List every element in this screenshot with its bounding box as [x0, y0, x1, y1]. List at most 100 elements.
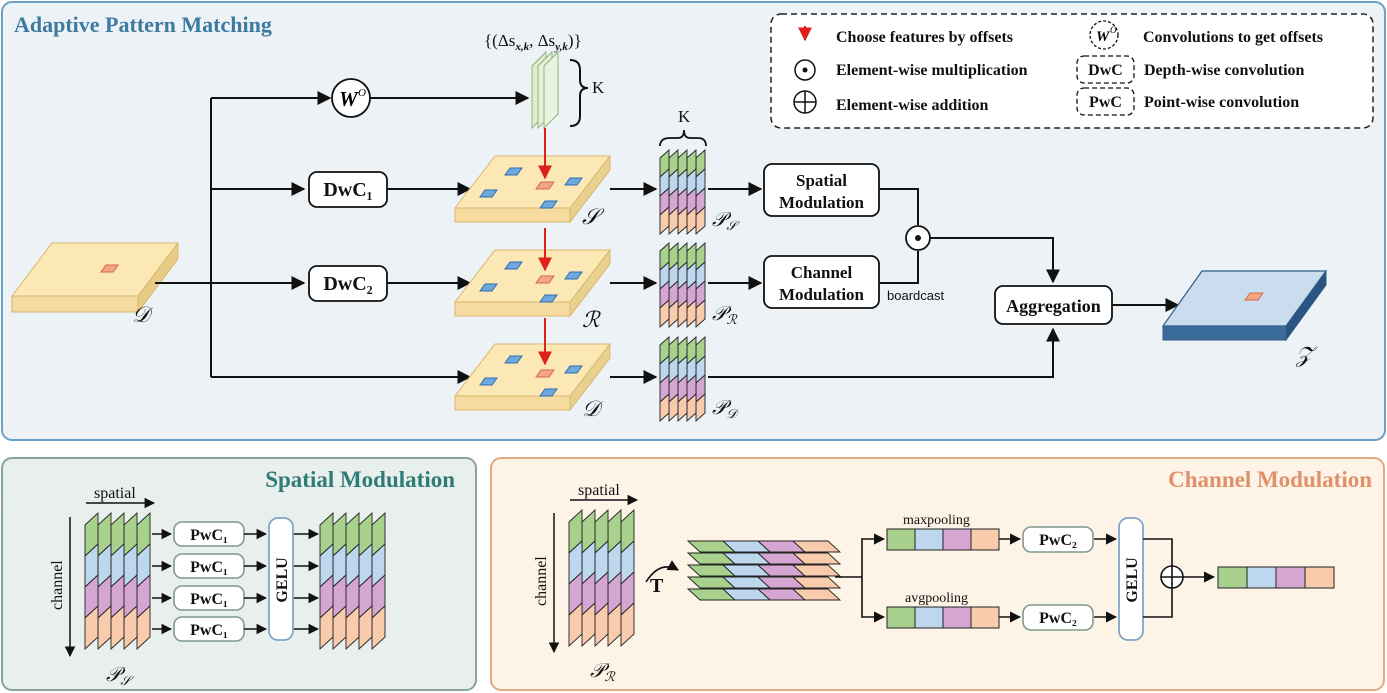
vector-cell: [886, 606, 916, 629]
pattern-stack-PS: [659, 148, 706, 236]
vector-cell: [914, 528, 944, 551]
stack-cell: [371, 604, 386, 651]
R-label: ℛ: [582, 307, 601, 332]
pattern-stack-PR: [659, 241, 706, 329]
stack-cell: [659, 298, 670, 329]
channel-panel: [490, 457, 1385, 691]
spatial-mod-line1: Spatial: [796, 171, 847, 190]
channel-panel-title: Channel Modulation: [1168, 467, 1372, 492]
map-side-face: [569, 154, 611, 224]
red-patch: [535, 369, 555, 378]
blue-patch: [479, 283, 498, 292]
blue-patch: [504, 355, 523, 364]
vector-cell: [970, 528, 1000, 551]
pool-split-lines: [835, 533, 886, 623]
stack-cell: [110, 604, 125, 651]
legend-conv-offsets-text: Convolutions to get offsets: [1143, 29, 1323, 46]
blue-patch: [539, 294, 558, 303]
input-D-label: 𝒟: [132, 302, 154, 327]
gelu-to-add-lines: [1143, 538, 1216, 618]
vector-cell: [886, 528, 916, 551]
legend-dot-icon: [794, 59, 816, 81]
stack-top-brace: [659, 129, 707, 147]
blue-patch: [539, 388, 558, 397]
blue-patch: [564, 271, 583, 280]
transposed-cell: [791, 552, 842, 565]
stack-cell: [332, 604, 347, 651]
spatial-mod-line2: Modulation: [779, 193, 865, 212]
transposed-cell: [791, 588, 842, 601]
blue-patch: [479, 189, 498, 198]
feature-map-R: [453, 248, 612, 318]
input-feature-map-D: [10, 241, 180, 314]
map-front-face: [454, 207, 571, 223]
maxpool-vector: [886, 528, 1000, 551]
stack-cell: [594, 601, 609, 648]
red-patch: [535, 181, 555, 190]
stack-cell: [677, 205, 688, 236]
stack-K-label: K: [678, 107, 691, 126]
pwc1-label: PwC₁: [190, 591, 228, 608]
output-feature-map-Z: [1161, 269, 1328, 342]
stack-cell: [319, 604, 334, 651]
output-channel-vector: [1217, 566, 1335, 589]
stack-cell: [581, 601, 596, 648]
blue-patch: [504, 167, 523, 176]
spatial-gelu-label: GELU: [274, 557, 291, 603]
D-label: 𝒟: [582, 396, 604, 421]
stack-out-arrows: [708, 182, 1060, 378]
vector-to-pwc-arrows: [999, 533, 1118, 623]
Z-label: 𝒵: [1295, 342, 1318, 367]
legend-pwc-text: Point-wise convolution: [1144, 94, 1299, 111]
blue-patch: [479, 377, 498, 386]
maxpooling-label: maxpooling: [903, 513, 970, 528]
svg-text:O: O: [358, 87, 366, 99]
svg-text:W: W: [1096, 29, 1111, 45]
stack-cell: [659, 205, 670, 236]
stack-cell: [123, 604, 138, 651]
offset-K-label: K: [592, 78, 605, 97]
svg-text:O: O: [1110, 25, 1117, 35]
channel-gelu-label: GELU: [1124, 557, 1141, 603]
transposed-stack: [686, 540, 842, 601]
stack-cell: [686, 205, 697, 236]
pwc1-label: PwC₁: [190, 527, 228, 544]
stack-cell: [686, 298, 697, 329]
stack-cell: [620, 601, 635, 648]
stack-cell: [84, 604, 99, 651]
pwc2-bottom-box: [1022, 604, 1094, 631]
channel-axis-label: channel: [49, 560, 66, 610]
map-side-face: [569, 342, 611, 412]
legend-choose-text: Choose features by offsets: [836, 29, 1013, 46]
stack-cell: [668, 205, 679, 236]
stack-cell: [659, 392, 670, 423]
blue-patch: [564, 365, 583, 374]
pwc1-label: PwC₁: [190, 559, 228, 576]
legend-wo-icon: W O: [1089, 20, 1119, 50]
stack-cell: [695, 298, 706, 329]
ch-spatial-axis-label: spatial: [578, 482, 620, 499]
add-node-icon: [1160, 565, 1184, 589]
transpose-label: T: [650, 575, 664, 597]
stack-cell: [677, 298, 688, 329]
legend-box: [770, 13, 1374, 129]
vector-cell: [1217, 566, 1248, 589]
stack-cell: [677, 392, 688, 423]
feature-map-D: [453, 342, 612, 412]
branch-lines: [155, 91, 472, 384]
vector-cell: [1275, 566, 1306, 589]
pwc2-top-box: [1022, 526, 1094, 553]
stack-cell: [668, 298, 679, 329]
legend-dwc-box-label: DwC: [1088, 62, 1123, 79]
stack-cell: [345, 604, 360, 651]
adaptive-panel-title: Adaptive Pattern Matching: [14, 12, 272, 37]
spatial-panel-title: Spatial Modulation: [265, 467, 455, 492]
legend-mult-text: Element-wise multiplication: [836, 62, 1028, 79]
stack-cell: [607, 601, 622, 648]
ch-channel-axis-label: channel: [533, 556, 550, 606]
dwc2-label: DwC₂: [323, 273, 372, 295]
transposed-cell: [791, 540, 842, 553]
feature-map-S: [453, 154, 612, 224]
